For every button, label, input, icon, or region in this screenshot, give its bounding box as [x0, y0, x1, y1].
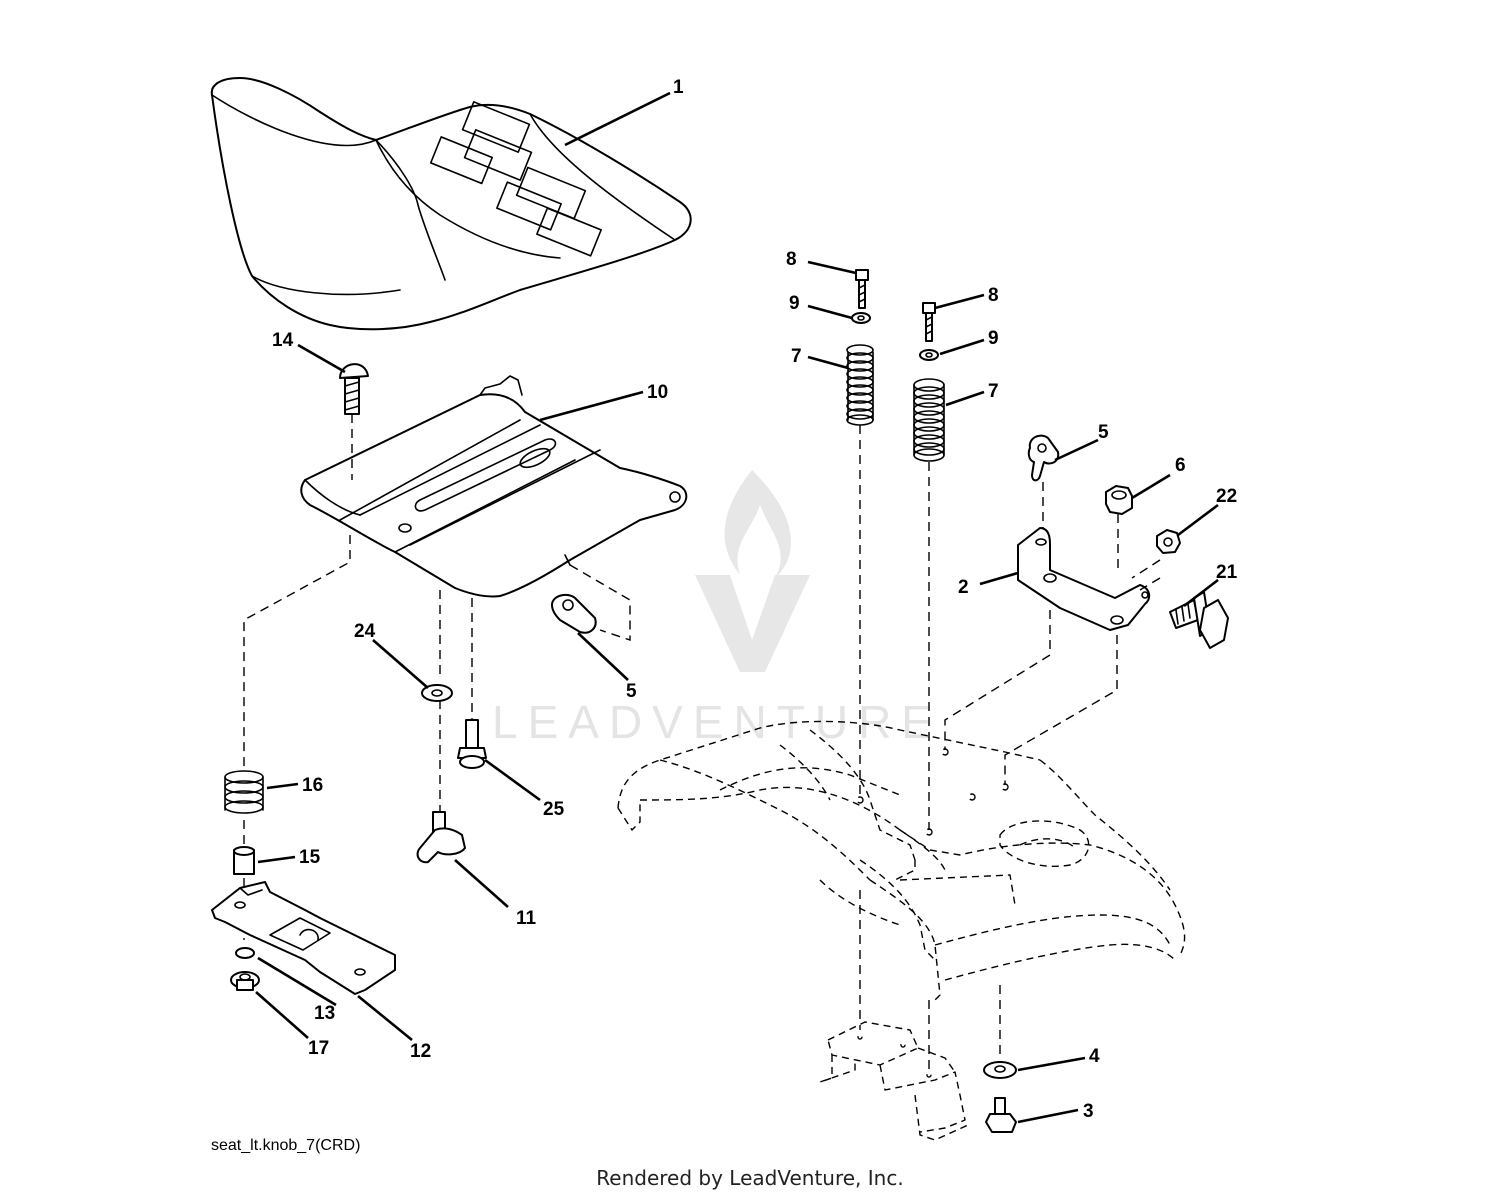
diagram-id: seat_lt.knob_7(CRD) — [211, 1137, 361, 1154]
callout-spacer: 15 — [299, 847, 321, 868]
callout-seat-pan: 10 — [647, 382, 668, 403]
callout-compression-spring: 16 — [302, 775, 323, 796]
knob[interactable] — [416, 811, 466, 864]
adjust-plate[interactable] — [211, 881, 396, 995]
seat-pan[interactable] — [300, 375, 688, 598]
callout-shoulder-bolt: 25 — [543, 799, 565, 820]
callout-flat-washer: 24 — [354, 621, 376, 642]
callout-seat: 1 — [673, 77, 684, 98]
callout-knob: 11 — [516, 908, 537, 929]
callout-carriage-bolt: 14 — [272, 330, 294, 351]
callout-nut-6: 6 — [1175, 455, 1186, 476]
clip-left[interactable] — [551, 593, 597, 634]
nut-6[interactable] — [1105, 485, 1133, 515]
callout-labels: 1 10 14 24 5 25 11 16 15 13 17 12 8 9 7 … — [272, 77, 1238, 1122]
callout-clip-right: 5 — [1098, 422, 1109, 443]
seat[interactable] — [210, 77, 692, 331]
callout-bolt-right: 8 — [988, 285, 999, 306]
washer-4[interactable] — [983, 1061, 1017, 1079]
callout-washer-13: 13 — [314, 1003, 335, 1024]
carriage-bolt[interactable] — [339, 363, 369, 415]
callout-bolt-left: 8 — [786, 249, 797, 270]
clip-right[interactable] — [1027, 434, 1060, 482]
chassis-frame — [617, 720, 1186, 1001]
callout-adjust-plate: 12 — [410, 1041, 431, 1062]
nut-22[interactable] — [1156, 529, 1181, 554]
callout-washer-9-right: 9 — [988, 328, 999, 349]
spacer[interactable] — [233, 846, 255, 875]
flange-bolt[interactable] — [1169, 591, 1229, 649]
spring-right[interactable] — [913, 378, 945, 462]
bolt-right[interactable] — [922, 302, 936, 342]
callout-spring-left: 7 — [791, 346, 802, 367]
locknut[interactable] — [230, 971, 260, 991]
watermark-text: LEADVENTURE — [492, 696, 942, 748]
callout-washer-4: 4 — [1089, 1046, 1100, 1067]
callout-spring-right: 7 — [988, 381, 999, 402]
hex-bolt-3[interactable] — [985, 1097, 1017, 1133]
callout-flange-bolt: 21 — [1216, 562, 1238, 583]
leader-lines — [255, 91, 1219, 1124]
callout-bracket: 2 — [958, 577, 969, 598]
washer-9-right[interactable] — [919, 349, 939, 361]
washer-9-left[interactable] — [851, 312, 871, 324]
shoulder-bolt[interactable] — [457, 719, 487, 769]
spring-left[interactable] — [846, 344, 874, 426]
callout-clip-left: 5 — [626, 681, 637, 702]
callout-nut-22: 22 — [1216, 486, 1237, 507]
bolt-left[interactable] — [855, 269, 869, 309]
callout-hex-bolt: 3 — [1083, 1101, 1094, 1122]
render-credit: Rendered by LeadVenture, Inc. — [596, 1166, 904, 1190]
callout-washer-9-left: 9 — [789, 293, 800, 314]
washer-small[interactable] — [235, 947, 255, 959]
bracket[interactable] — [1017, 527, 1151, 631]
lower-mount-bracket — [819, 1021, 969, 1141]
watermark-logo: LEADVENTURE — [492, 470, 942, 748]
callout-locknut: 17 — [308, 1038, 329, 1059]
flat-washer[interactable] — [421, 684, 453, 702]
compression-spring[interactable] — [224, 770, 264, 814]
